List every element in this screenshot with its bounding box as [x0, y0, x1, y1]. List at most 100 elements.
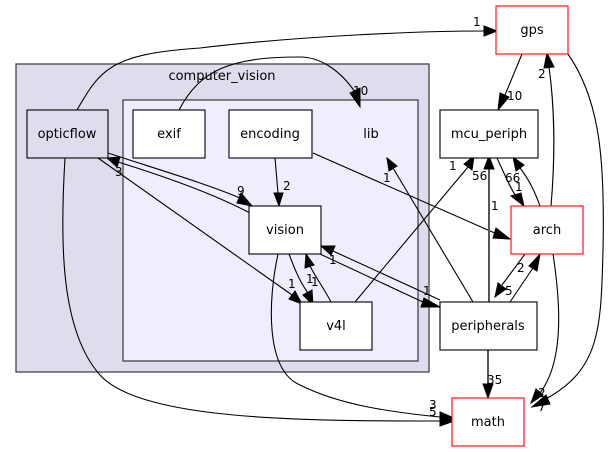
node-arch-box[interactable]	[510, 205, 584, 255]
node-v4l-box[interactable]	[299, 301, 373, 351]
node-gps-label: gps	[520, 23, 544, 38]
edge-opticflow-gps-arrow	[483, 25, 499, 37]
node-mcu-periph-label: mcu_periph	[451, 127, 527, 142]
node-v4l[interactable]: v4l	[299, 301, 373, 351]
edge-arch-gps-arrow	[543, 51, 555, 69]
node-gps-box[interactable]	[495, 5, 569, 55]
node-vision-label: vision	[266, 223, 304, 238]
edge-opticflow-gps	[76, 30, 485, 111]
edge-vision-peripherals	[319, 253, 426, 304]
node-arch-label: arch	[533, 223, 561, 238]
edge-gps-math-count: 7	[538, 400, 546, 414]
edge-encoding-vision-count: 2	[283, 179, 291, 193]
edge-arch-mcu-periph	[519, 167, 541, 207]
node-exif[interactable]: exif	[132, 109, 206, 159]
edge-vision-opticflow-count: 3	[115, 165, 123, 179]
edge-v4l-vision-count: 1	[306, 272, 314, 286]
edge-encoding-arch	[312, 152, 498, 235]
edge-arch-peripherals-arrow	[494, 282, 507, 299]
edge-peripherals-math-arrow	[482, 383, 494, 400]
edge-arch-gps	[548, 66, 555, 207]
edge-mcu-periph-arch-arrow	[509, 192, 525, 208]
edge-encoding-vision	[274, 157, 279, 194]
edge-vision-peripherals-arrow	[420, 297, 442, 308]
node-opticflow-box[interactable]	[26, 109, 109, 159]
edge-v4l-mcu-periph-arrow	[463, 154, 475, 171]
edge-vision-opticflow	[117, 161, 251, 214]
node-peripherals[interactable]: peripherals	[439, 301, 538, 351]
edge-vision-math	[270, 253, 441, 418]
edge-arch-peripherals-count: 5	[505, 284, 513, 298]
node-opticflow[interactable]: opticflow	[26, 109, 109, 159]
edge-vision-v4l-arrow	[302, 289, 314, 307]
edge-encoding-vision-arrow	[273, 192, 284, 208]
edge-gps-mcu-periph-count: 10	[507, 89, 522, 103]
node-opticflow-label: opticflow	[38, 127, 97, 142]
edge-arch-mcu-periph-count: 66	[505, 171, 520, 185]
edge-gps-math	[543, 53, 604, 401]
node-exif-box[interactable]	[132, 109, 206, 159]
node-lib[interactable]: lib	[363, 127, 378, 142]
node-v4l-label: v4l	[326, 319, 346, 334]
node-mcu-periph-box[interactable]	[439, 109, 539, 159]
edge-opticflow-v4l-count: 1	[288, 277, 296, 291]
node-lib-label[interactable]: lib	[363, 127, 378, 142]
node-encoding-box[interactable]	[228, 109, 313, 159]
edge-vision-v4l-count: 1	[311, 275, 319, 289]
edge-opticflow-v4l	[97, 157, 293, 296]
node-math-label: math	[471, 415, 505, 430]
edge-v4l-vision-arrow	[304, 252, 315, 269]
edge-opticflow-vision-arrow	[236, 192, 254, 207]
edge-gps-mcu-periph-arrow	[497, 92, 510, 112]
node-gps[interactable]: gps	[495, 5, 569, 55]
edge-vision-math-arrow	[439, 411, 456, 423]
edge-v4l-mcu-periph-count: 1	[449, 159, 457, 173]
edge-opticflow-math-count: 5	[429, 405, 437, 419]
edge-opticflow-vision	[107, 152, 241, 199]
edge-opticflow-vision-count: 9	[237, 184, 245, 198]
edge-exif-lib	[178, 56, 356, 111]
node-vision[interactable]: vision	[248, 205, 322, 255]
cluster-computer-vision-label: computer_vision	[168, 69, 275, 84]
edge-v4l-vision	[309, 265, 332, 303]
edge-arch-math-arrow	[530, 388, 544, 405]
edge-encoding-arch-arrow	[492, 227, 512, 240]
edge-vision-opticflow-arrow	[105, 156, 121, 168]
edge-arch-math	[539, 253, 560, 394]
edge-arch-gps-count: 2	[538, 67, 546, 81]
node-encoding-label: encoding	[240, 127, 300, 142]
node-peripherals-box[interactable]	[439, 301, 538, 351]
edge-vision-v4l	[288, 253, 309, 294]
edge-mcu-periph-arch-count: 1	[515, 180, 523, 194]
edge-peripherals-arch-count: 2	[517, 261, 525, 275]
edge-opticflow-gps-count: 1	[473, 15, 481, 29]
node-mcu-periph[interactable]: mcu_periph	[439, 109, 539, 159]
node-encoding[interactable]: encoding	[228, 109, 313, 159]
node-exif-label: exif	[157, 127, 181, 142]
edge-encoding-arch-count: 1	[491, 199, 499, 213]
edge-gps-mcu-periph	[504, 53, 523, 96]
node-peripherals-label: peripherals	[451, 319, 525, 334]
edge-peripherals-vision-arrow	[319, 245, 336, 256]
edge-peripherals-mcu-periph-count: 56	[472, 169, 487, 183]
edge-vision-peripherals-count: 1	[423, 284, 431, 298]
node-arch[interactable]: arch	[510, 205, 584, 255]
edge-peripherals-mcu-periph-arrow	[483, 154, 495, 170]
edge-vision-math-count: 3	[429, 398, 437, 412]
node-vision-box[interactable]	[248, 205, 322, 255]
nodes: opticflow exif encoding lib vision v4l g…	[26, 5, 584, 447]
edge-peripherals-vision	[332, 250, 441, 301]
edge-opticflow-math	[62, 157, 441, 422]
edge-peripherals-lib-count: 1	[383, 171, 391, 185]
edge-peripherals-math-count: 35	[487, 373, 502, 387]
edge-gps-math-arrow	[530, 394, 551, 408]
edge-arch-math-count: 2	[538, 386, 546, 400]
edge-mcu-periph-arch	[496, 157, 517, 197]
edge-peripherals-lib-arrow	[386, 156, 398, 172]
node-math-box[interactable]	[451, 397, 525, 447]
edge-peripherals-vision-count: 1	[329, 253, 337, 267]
node-math[interactable]: math	[451, 397, 525, 447]
edge-opticflow-v4l-arrow	[288, 290, 304, 305]
edge-arch-peripherals	[501, 253, 526, 286]
